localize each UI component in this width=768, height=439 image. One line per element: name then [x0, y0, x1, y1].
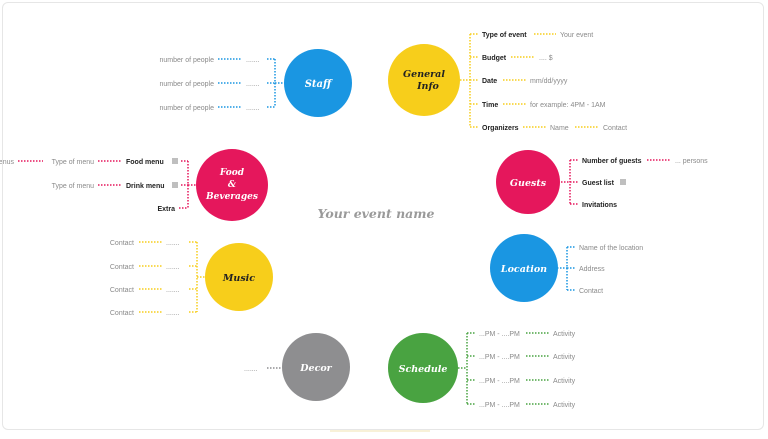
guests-row-label[interactable]: Guest list	[582, 180, 615, 187]
staff-title: Staff	[305, 79, 333, 90]
music-row-value[interactable]: .......	[166, 240, 180, 247]
schedule-row-value[interactable]: Activity	[553, 378, 576, 385]
general-info-node[interactable]	[388, 44, 460, 116]
staff-row-value[interactable]: .......	[246, 57, 260, 64]
general-row-label[interactable]: Organizers	[482, 125, 519, 132]
decor-title: Decor	[299, 363, 332, 374]
general-row-label[interactable]: Type of event	[482, 32, 527, 39]
food-title-line2: &	[228, 180, 237, 190]
general-row-value[interactable]: Your event	[560, 32, 593, 39]
general-info-branch: Type of event Budget Date Time Organizer…	[388, 32, 627, 132]
decor-node[interactable]	[282, 333, 350, 401]
schedule-row-value[interactable]: Activity	[553, 331, 576, 338]
guests-node[interactable]	[496, 150, 560, 214]
general-row-value[interactable]: Name	[550, 125, 569, 132]
music-node[interactable]	[205, 243, 273, 311]
music-row-value[interactable]: .......	[166, 310, 180, 317]
music-title: Music	[222, 273, 255, 284]
schedule-branch: ...PM - ....PM ...PM - ....PM ...PM - ..…	[388, 331, 576, 409]
general-row-label[interactable]: Time	[482, 102, 498, 109]
guests-row-value[interactable]: ... persons	[675, 158, 708, 165]
guests-row-label[interactable]: Number of guests	[582, 158, 642, 165]
food-row-value[interactable]: Type of menu	[52, 183, 95, 190]
location-row-label[interactable]: Address	[579, 266, 605, 273]
staff-row-label[interactable]: number of people	[160, 105, 215, 112]
general-info-title-line2: Info	[416, 81, 439, 92]
guests-branch: Number of guests Guest list Invitations …	[496, 150, 708, 214]
staff-row-value[interactable]: .......	[246, 105, 260, 112]
center-title[interactable]: Your event name	[318, 206, 435, 221]
guests-row-label[interactable]: Invitations	[582, 202, 617, 209]
staff-row-label[interactable]: number of people	[160, 81, 215, 88]
general-row-label[interactable]: Date	[482, 78, 497, 85]
general-info-title-line1: General	[403, 69, 445, 80]
schedule-row-label[interactable]: ...PM - ....PM	[479, 378, 520, 385]
location-title: Location	[500, 264, 547, 275]
food-row-label[interactable]: Food menu	[126, 159, 164, 166]
schedule-title: Schedule	[399, 364, 448, 375]
food-beverages-node[interactable]	[196, 149, 268, 221]
location-row-label[interactable]: Name of the location	[579, 245, 643, 252]
food-row-label[interactable]: Drink menu	[126, 183, 165, 190]
general-row-value[interactable]: .... $	[539, 55, 553, 62]
music-row-label[interactable]: Contact	[110, 240, 134, 247]
music-row-value[interactable]: .......	[166, 287, 180, 294]
food-row-value[interactable]: Type of menu	[52, 159, 95, 166]
general-row-label[interactable]: Budget	[482, 55, 507, 62]
decor-branch: ....... Decor	[244, 333, 350, 401]
schedule-row-label[interactable]: ...PM - ....PM	[479, 402, 520, 409]
list-icon[interactable]	[172, 158, 178, 164]
general-row-value[interactable]: mm/dd/yyyy	[530, 78, 568, 85]
music-row-label[interactable]: Contact	[110, 287, 134, 294]
general-row-value[interactable]: for example: 4PM - 1AM	[530, 102, 606, 109]
schedule-row-label[interactable]: ...PM - ....PM	[479, 331, 520, 338]
food-title-line3: Beverages	[205, 192, 258, 202]
list-icon[interactable]	[620, 179, 626, 185]
general-row-value[interactable]: Contact	[603, 125, 627, 132]
food-title-line1: Food	[219, 168, 245, 178]
staff-node[interactable]	[284, 49, 352, 117]
location-row-label[interactable]: Contact	[579, 288, 603, 295]
music-row-label[interactable]: Contact	[110, 310, 134, 317]
staff-row-label[interactable]: number of people	[160, 57, 215, 64]
music-row-value[interactable]: .......	[166, 264, 180, 271]
staff-branch: number of people number of people number…	[160, 49, 352, 117]
guests-title: Guests	[510, 178, 547, 189]
list-icon[interactable]	[172, 182, 178, 188]
music-branch: Contact Contact Contact Contact ....... …	[110, 240, 273, 317]
schedule-node[interactable]	[388, 333, 458, 403]
schedule-row-value[interactable]: Activity	[553, 354, 576, 361]
schedule-row-value[interactable]: Activity	[553, 402, 576, 409]
schedule-row-label[interactable]: ...PM - ....PM	[479, 354, 520, 361]
location-node[interactable]	[490, 234, 558, 302]
staff-row-value[interactable]: .......	[246, 81, 260, 88]
music-row-label[interactable]: Contact	[110, 264, 134, 271]
location-branch: Name of the location Address Contact Loc…	[490, 234, 643, 302]
food-beverages-branch: Food menu Drink menu Extra Type of menu …	[0, 149, 268, 221]
food-row-extra[interactable]: enus	[0, 159, 14, 166]
decor-value[interactable]: .......	[244, 366, 258, 373]
food-row-label[interactable]: Extra	[157, 206, 175, 213]
